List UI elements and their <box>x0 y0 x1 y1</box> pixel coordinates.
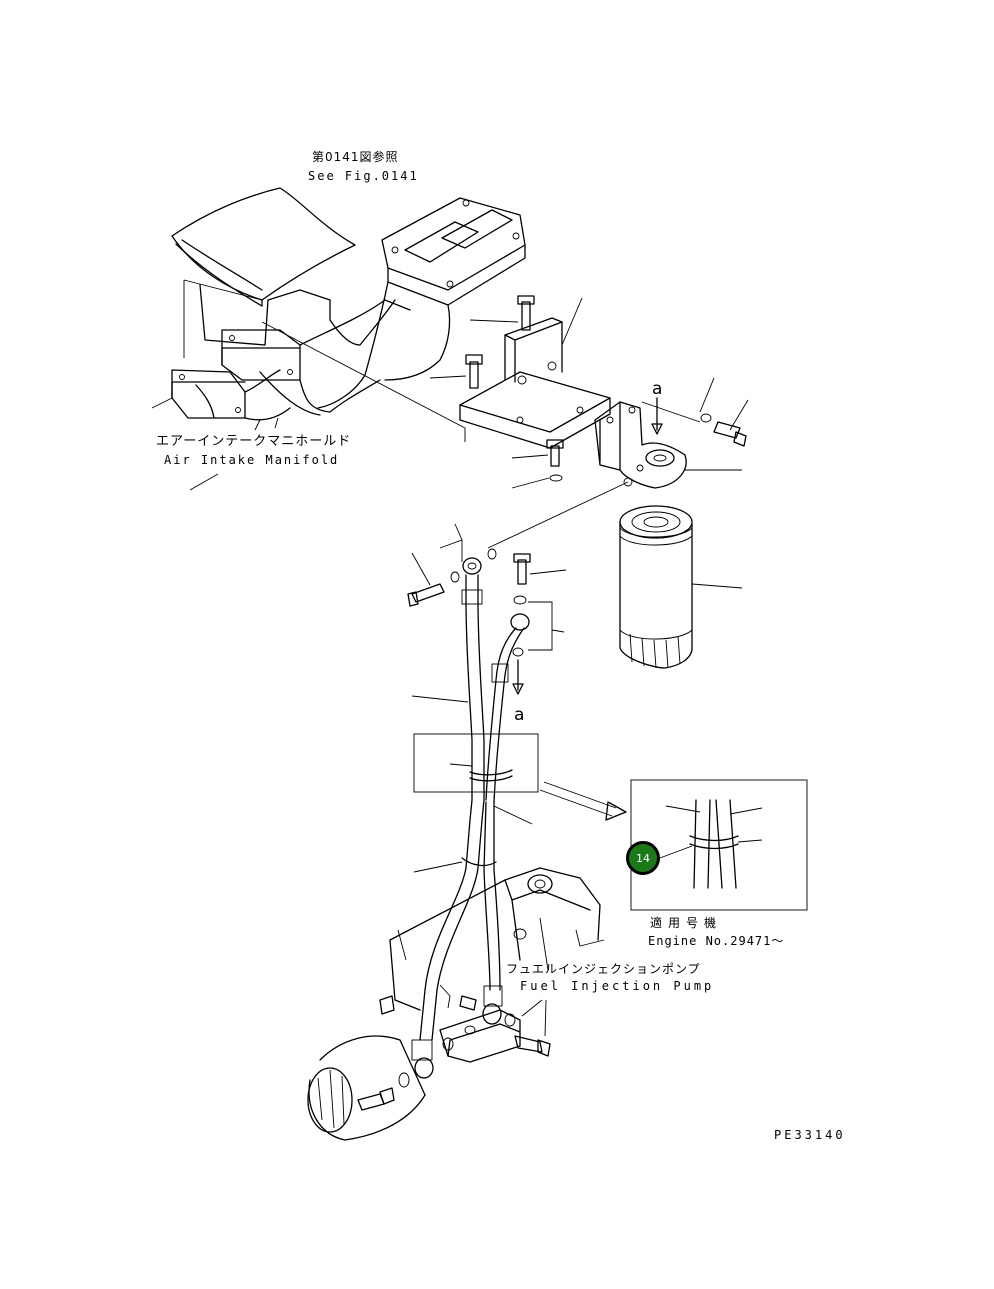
manifold-label-en: Air Intake Manifold <box>164 453 340 467</box>
manifold-label-jp: エアーインテークマニホールド <box>156 434 352 449</box>
detail-view <box>630 779 808 911</box>
applicable-label-en: Engine No.29471〜 <box>648 934 785 948</box>
fig-ref-label-jp: 第0141図参照 <box>312 150 399 164</box>
view-mark-upper: a <box>652 379 663 399</box>
fuel-filter <box>619 505 743 669</box>
bracket-assembly <box>183 279 749 549</box>
fig-ref-label-en: See Fig.0141 <box>308 169 419 183</box>
fuel-injection-pump <box>307 867 605 1141</box>
callout-14-number: 14 <box>636 851 650 865</box>
drawing-code: PE33140 <box>774 1128 846 1142</box>
callout-14-button[interactable]: 14 <box>626 841 660 875</box>
air-intake-manifold <box>151 187 526 491</box>
pump-label-jp: フュエルインジェクションポンプ <box>506 962 701 976</box>
fuel-hoses <box>407 523 627 1079</box>
applicable-label-jp: 適用号機 <box>650 916 723 930</box>
pump-label-en: Fuel Injection Pump <box>520 979 715 993</box>
view-mark-lower: a <box>514 705 525 725</box>
